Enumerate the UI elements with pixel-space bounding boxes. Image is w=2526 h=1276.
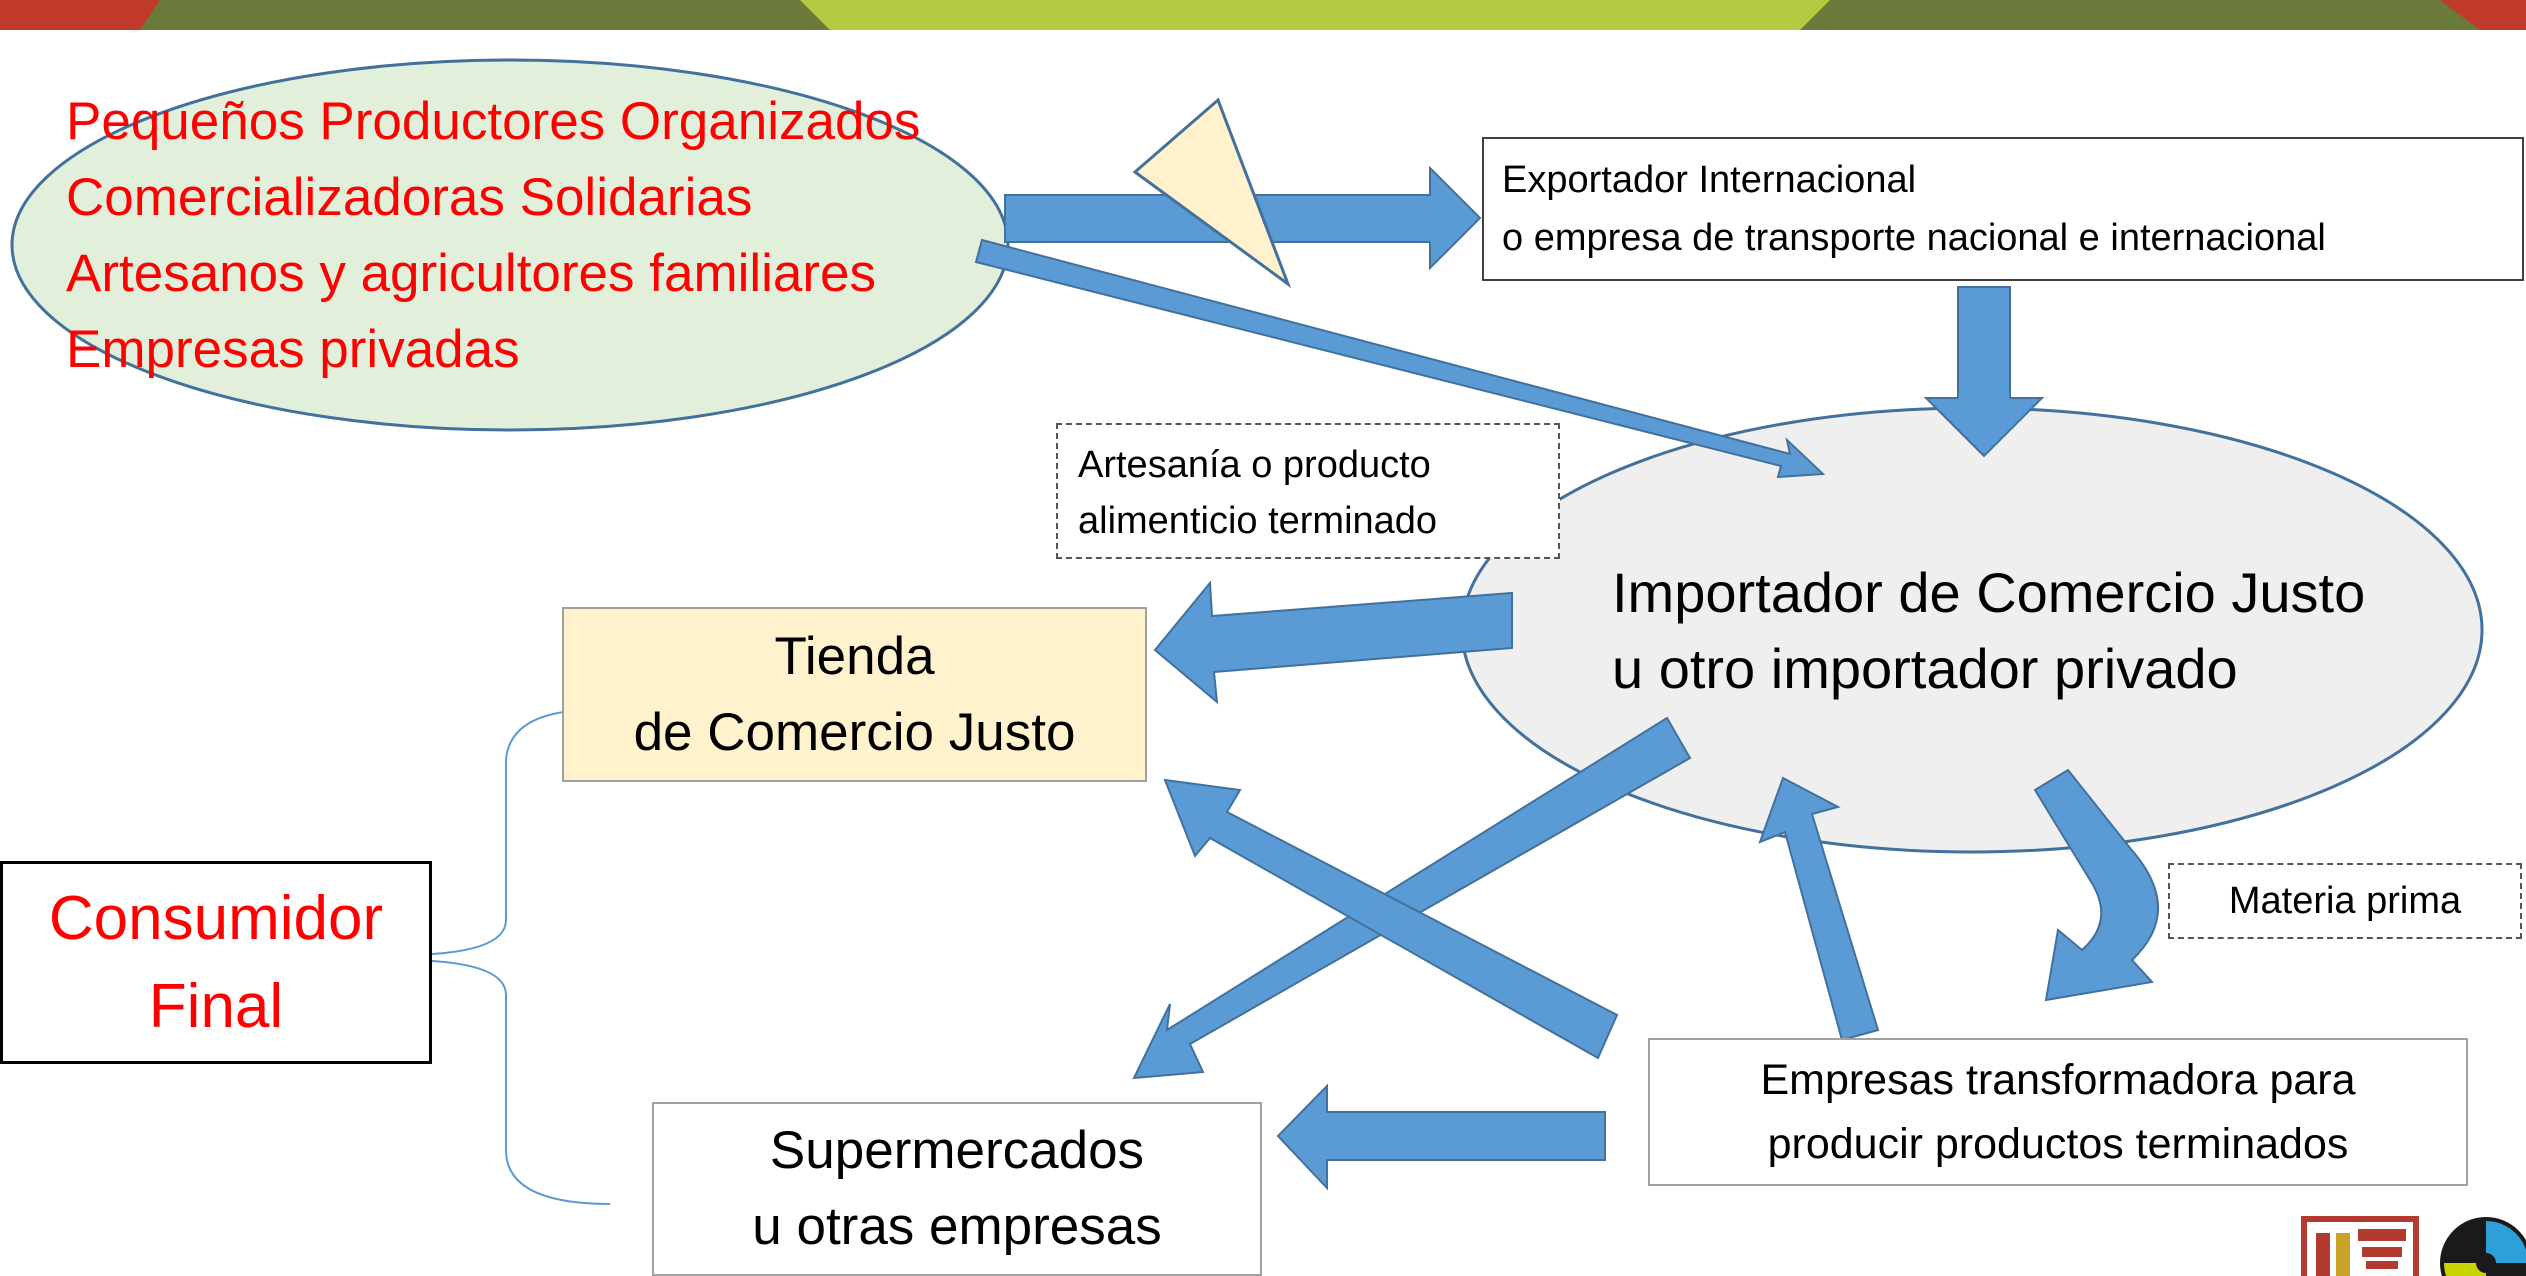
triangle-marker (1132, 97, 1292, 289)
arrow-importer-to-transformers (2033, 768, 2159, 1002)
arrow-importer-to-shop (1153, 580, 1513, 705)
bracket-consumer-to-shop (399, 708, 611, 956)
producer-label-2: Comercializadoras Solidarias (66, 168, 753, 227)
arrow-transformers-to-importer (1758, 776, 1880, 1042)
transformers-line-1: Empresas transformadora para (1760, 1056, 2356, 1104)
shop-line-1: Tienda (774, 626, 935, 686)
arrow-transformers-to-supermarkets (1276, 1083, 1606, 1191)
craft-note-line-1: Artesanía o producto (1078, 444, 1431, 486)
producer-label-3: Artesanos y agricultores familiares (66, 244, 877, 303)
craft-note-line-2: alimenticio terminado (1078, 500, 1438, 542)
supermarkets-box: Supermercados u otras empresas (652, 1102, 1262, 1276)
importer-line-1: Importador de Comercio Justo (1612, 561, 2366, 624)
top-banner (0, 0, 2526, 30)
supermarkets-line-2: u otras empresas (752, 1197, 1162, 1256)
raw-material-box: Materia prima (2168, 863, 2522, 939)
final-consumer-box: Consumidor Final (0, 861, 432, 1064)
arrow-producers-to-importer (974, 238, 1826, 479)
exporter-box: Exportador Internacional o empresa de tr… (1482, 137, 2524, 281)
arrow-exporter-to-importer (1923, 286, 2045, 458)
producer-label-1: Pequeños Productores Organizados (66, 92, 921, 151)
shop-line-2: de Comercio Justo (633, 702, 1076, 762)
organization-logo-icon (2301, 1216, 2419, 1276)
arrow-transformers-to-shop (1163, 778, 1619, 1060)
fair-trade-shop-box: Tienda de Comercio Justo (562, 607, 1147, 782)
raw-material-label: Materia prima (2228, 879, 2462, 922)
producer-label-4: Empresas privadas (66, 320, 520, 379)
fairtrade-logo-icon (2440, 1217, 2526, 1276)
transformers-box: Empresas transformadora para producir pr… (1648, 1038, 2468, 1186)
exporter-line-1: Exportador Internacional (1502, 159, 1917, 201)
importer-line-2: u otro importador privado (1612, 637, 2238, 700)
consumer-line-1: Consumidor (48, 883, 384, 953)
exporter-line-2: o empresa de transporte nacional e inter… (1502, 217, 2326, 259)
consumer-line-2: Final (148, 971, 284, 1041)
producers-ellipse (10, 58, 1010, 432)
craft-note-box: Artesanía o producto alimenticio termina… (1056, 423, 1560, 559)
bracket-consumer-to-supermarkets (399, 959, 611, 1205)
arrow-importer-to-supermarkets (1132, 716, 1692, 1080)
supermarkets-line-1: Supermercados (769, 1121, 1145, 1180)
transformers-line-2: producir productos terminados (1767, 1120, 2349, 1168)
